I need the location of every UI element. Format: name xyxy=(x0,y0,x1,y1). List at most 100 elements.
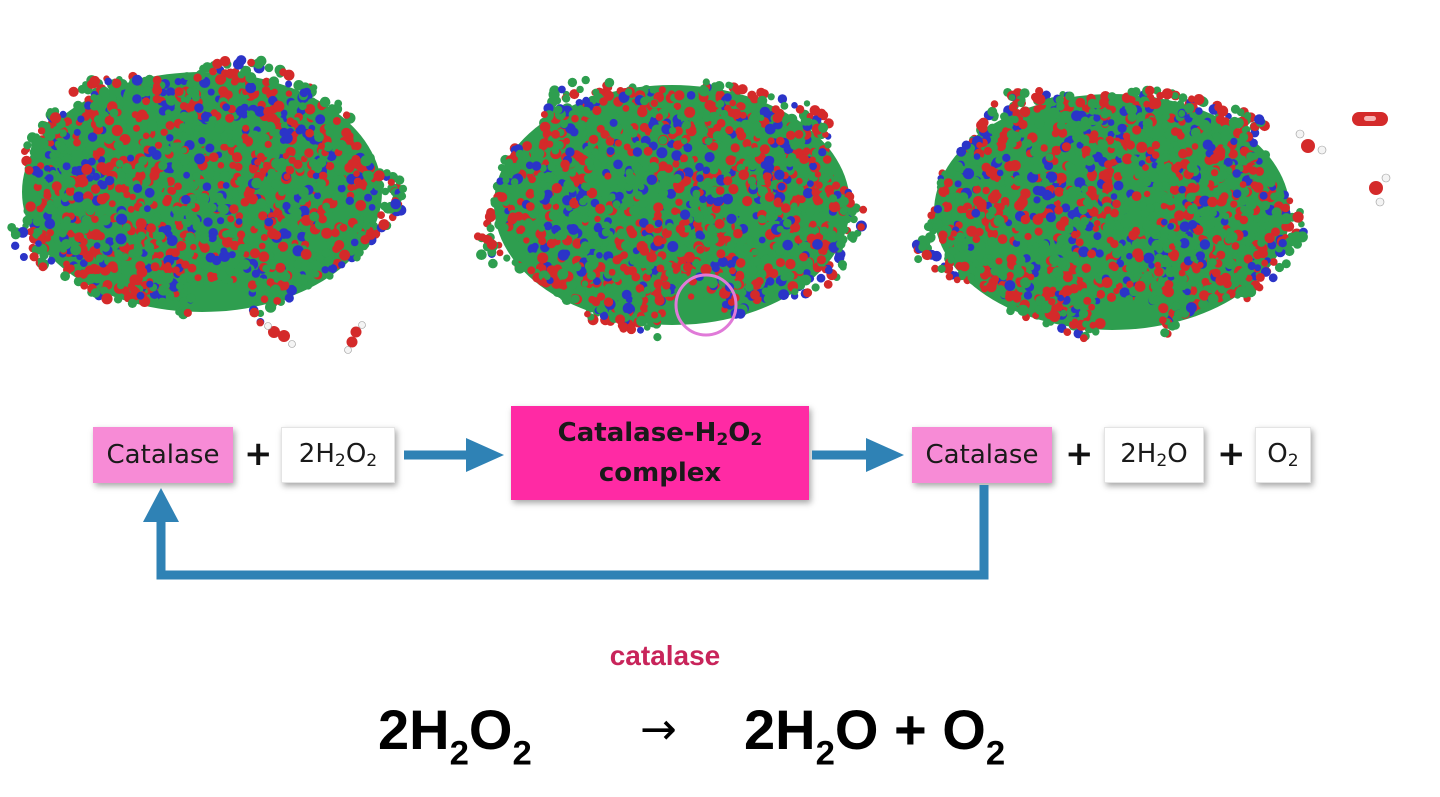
atom-sphere xyxy=(1112,199,1121,209)
atom-sphere xyxy=(280,271,291,282)
atom-sphere xyxy=(967,273,976,282)
atom-sphere xyxy=(196,255,206,265)
atom-sphere xyxy=(121,163,132,174)
atom-sphere xyxy=(255,55,267,67)
atom-sphere xyxy=(1122,132,1131,140)
atom-sphere xyxy=(1120,217,1132,228)
atom-sphere xyxy=(547,162,556,172)
atom-sphere xyxy=(612,255,622,265)
atom-sphere xyxy=(192,220,203,232)
atom-sphere xyxy=(995,156,1003,164)
atom-sphere xyxy=(1269,258,1278,266)
atom-sphere xyxy=(1199,177,1209,188)
atom-sphere xyxy=(927,211,936,220)
water-molecule-icon xyxy=(1295,129,1327,155)
atom-sphere xyxy=(1010,162,1020,171)
atom-sphere xyxy=(160,128,168,136)
atom-sphere xyxy=(966,225,978,237)
atom-sphere xyxy=(1257,238,1266,247)
atom-sphere xyxy=(1178,185,1186,194)
atom-sphere xyxy=(1122,289,1130,296)
atom-sphere xyxy=(1087,249,1096,259)
atom-sphere xyxy=(1218,170,1228,180)
atom-sphere xyxy=(565,147,575,157)
atom-sphere xyxy=(222,182,230,189)
atom-sphere xyxy=(971,208,981,218)
water-molecule-icon xyxy=(1369,173,1391,207)
atom-sphere xyxy=(247,280,257,290)
peroxide-molecule-icon xyxy=(264,322,296,348)
atom-sphere xyxy=(87,132,98,142)
atom-sphere xyxy=(988,206,997,215)
atom-sphere xyxy=(309,251,317,259)
atom-sphere xyxy=(1191,262,1198,270)
atom-sphere xyxy=(716,99,725,108)
atom-sphere xyxy=(637,326,644,334)
atom-sphere xyxy=(524,218,533,227)
atom-sphere xyxy=(623,143,631,151)
atom-sphere xyxy=(557,249,570,261)
atom-sphere xyxy=(1160,153,1170,162)
atom-sphere xyxy=(646,174,657,185)
atom-sphere xyxy=(273,100,285,112)
atom-sphere xyxy=(977,265,985,274)
atom-sphere xyxy=(954,180,962,188)
atom-sphere xyxy=(584,310,591,318)
atom-sphere xyxy=(334,165,345,176)
atom-sphere xyxy=(54,161,62,169)
atom-sphere xyxy=(211,255,222,266)
atom-sphere xyxy=(132,246,143,258)
atom-sphere xyxy=(1032,242,1040,249)
atom-sphere xyxy=(245,82,257,94)
atom-sphere xyxy=(92,172,101,181)
atom-sphere xyxy=(34,175,44,185)
atom-sphere xyxy=(217,204,226,213)
atom-sphere xyxy=(142,97,151,106)
atom-sphere xyxy=(584,157,594,167)
atom-sphere xyxy=(19,253,28,261)
atom-sphere xyxy=(269,129,276,137)
atom-sphere xyxy=(1054,205,1063,215)
atom-sphere xyxy=(291,208,302,219)
atom-sphere xyxy=(37,127,46,135)
atom-sphere xyxy=(577,105,584,112)
atom-sphere xyxy=(115,159,124,168)
atom-sphere xyxy=(635,284,645,293)
atom-sphere xyxy=(640,303,649,313)
atom-sphere xyxy=(280,109,288,117)
atom-sphere xyxy=(723,93,732,102)
atom-sphere xyxy=(1006,254,1017,265)
oxygen-molecule-icon xyxy=(1352,112,1388,126)
atom-sphere xyxy=(225,265,235,275)
atom-sphere xyxy=(1279,216,1288,225)
atom-sphere xyxy=(821,173,830,183)
atom-sphere xyxy=(268,76,280,87)
atom-sphere xyxy=(339,152,349,162)
atom-sphere xyxy=(679,273,688,282)
atom-sphere xyxy=(839,206,848,216)
atom-sphere xyxy=(364,193,373,202)
atom-sphere xyxy=(1088,303,1095,311)
atom-sphere xyxy=(606,147,615,155)
atom-sphere xyxy=(93,242,101,249)
atom-sphere xyxy=(1168,155,1177,163)
atom-sphere xyxy=(368,204,376,211)
atom-sphere xyxy=(286,117,295,125)
atom-sphere xyxy=(140,76,151,88)
atom-sphere xyxy=(1142,164,1149,171)
atom-sphere xyxy=(995,257,1003,265)
atom-sphere xyxy=(700,264,712,275)
atom-sphere xyxy=(275,262,286,273)
atom-sphere xyxy=(632,147,643,157)
atom-sphere xyxy=(616,168,625,177)
atom-sphere xyxy=(81,198,93,209)
atom-sphere xyxy=(764,192,775,202)
atom-sphere xyxy=(1296,231,1308,243)
atom-sphere xyxy=(186,293,196,304)
atom-sphere xyxy=(1217,240,1225,248)
atom-sphere xyxy=(1117,123,1127,133)
atom-sphere xyxy=(1268,273,1278,283)
atom-sphere xyxy=(812,239,823,250)
atom-sphere xyxy=(1033,105,1041,113)
atom-sphere xyxy=(625,173,637,185)
